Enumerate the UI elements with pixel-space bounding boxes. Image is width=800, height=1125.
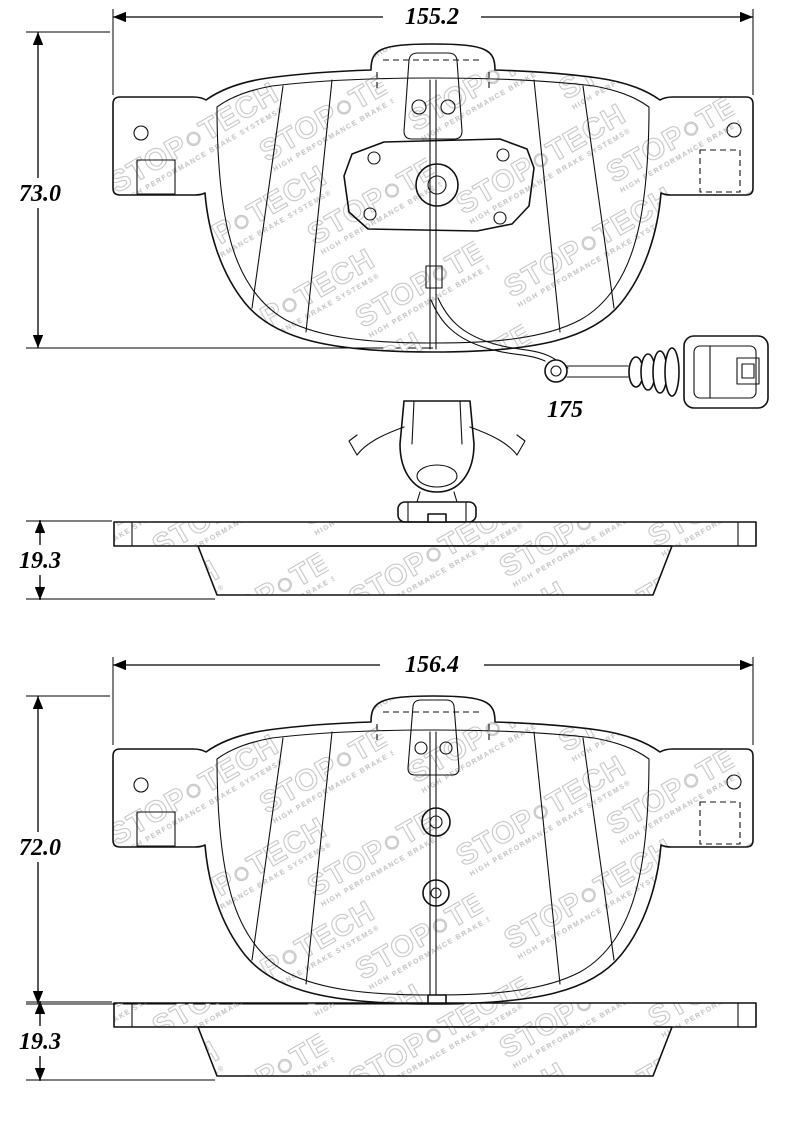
top-pad-thickness-dimension: 19.3 xyxy=(8,520,215,600)
sensor-boot xyxy=(628,347,680,397)
sensor-grommet xyxy=(550,365,562,377)
top-pad-front-view: 175 xyxy=(112,43,769,423)
top-pad-edge-view xyxy=(113,513,757,596)
sensor-wire-length-label: 175 xyxy=(547,397,583,423)
clip-stem xyxy=(416,491,458,503)
top-pad-center-bracket xyxy=(403,52,463,140)
bottom-pad-front-view xyxy=(112,695,754,1005)
bottom-pad-center-holes xyxy=(421,807,451,907)
top-pad-base xyxy=(112,43,754,353)
bottom-pad-thickness-label: 19.3 xyxy=(19,1029,61,1055)
sensor-connector xyxy=(683,335,769,409)
top-pad-width-label: 155.2 xyxy=(405,4,459,30)
sensor-grommet xyxy=(544,359,568,383)
clip-wire-arms xyxy=(348,426,526,456)
clip-cup xyxy=(399,400,475,493)
clip-inner-lines xyxy=(411,400,463,445)
top-pad-height-label: 73.0 xyxy=(19,181,61,207)
bottom-pad-height-dimension: 72.0 xyxy=(8,695,433,1005)
top-pad-wear-sensor: 175 xyxy=(430,297,769,423)
bottom-pad-thickness-dimension: 19.3 xyxy=(8,1001,215,1081)
bottom-pad-base xyxy=(112,695,754,1005)
clip-base-lines xyxy=(407,501,467,523)
bottom-pad-width-dimension: 156.4 xyxy=(112,650,754,745)
top-pad-thickness-label: 19.3 xyxy=(19,548,61,574)
sensor-leads xyxy=(566,365,629,378)
clip-inner-ellipse xyxy=(416,464,458,488)
bottom-pad-height-label: 72.0 xyxy=(19,835,61,861)
bottom-pad-center-bracket xyxy=(407,699,460,776)
bottom-pad-width-label: 156.4 xyxy=(405,652,459,678)
top-pad-shim xyxy=(343,138,535,289)
retaining-clip-view xyxy=(348,400,526,523)
top-pad-width-dimension: 155.2 xyxy=(112,2,754,95)
sensor-wire xyxy=(430,299,546,362)
top-pad-height-dimension: 73.0 xyxy=(8,31,433,349)
bottom-pad-edge-view xyxy=(113,994,757,1077)
